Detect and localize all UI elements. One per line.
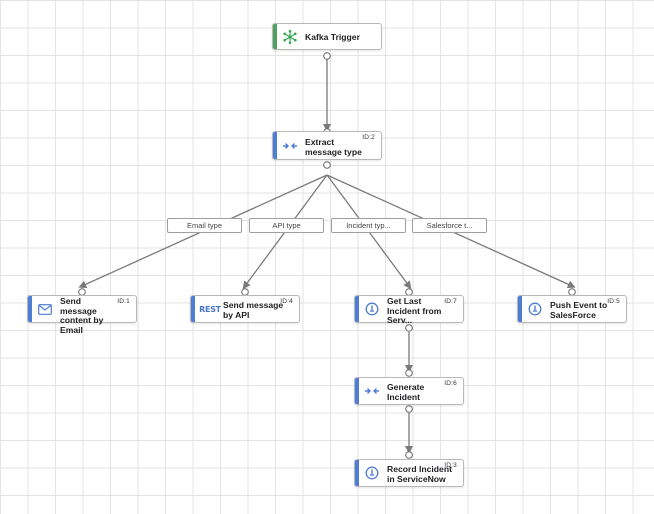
task-color-bar [191,296,195,322]
task-color-bar [355,378,359,404]
node-id: ID:6 [444,380,457,387]
node-id: ID:5 [607,298,620,305]
email-icon [36,300,54,318]
edge-port-kafka-out[interactable] [323,52,331,60]
node-kafka-trigger[interactable]: Kafka Trigger [272,23,382,50]
edge-label-api-type[interactable]: API type [249,218,324,233]
task-color-bar [355,460,359,486]
edge-port-extract-out[interactable] [323,161,331,169]
trigger-color-bar [273,24,277,49]
node-id: ID:3 [444,462,457,469]
task-color-bar [28,296,32,322]
task-color-bar [355,296,359,322]
node-title: Kafka Trigger [305,32,360,42]
node-id: ID:1 [117,298,130,305]
node-title: Send message content by Email [60,296,104,335]
kafka-icon [281,28,299,46]
task-color-bar [518,296,522,322]
node-record-incident[interactable]: Record Incident in ServiceNow ID:3 [354,459,464,487]
node-title: Push Event to SalesForce [550,300,608,320]
node-push-event-salesforce[interactable]: Push Event to SalesForce ID:5 [517,295,627,323]
node-get-last-incident[interactable]: Get Last Incident from Serv... ID:7 [354,295,464,325]
node-extract-message-type[interactable]: Extract message type ID:2 [272,131,382,160]
data-mapping-icon [363,382,381,400]
edge-port-generate-out[interactable] [405,405,413,413]
node-title: Generate Incident [387,382,425,402]
data-mapping-icon [281,137,299,155]
node-id: ID:2 [362,134,375,141]
node-title: Record Incident in ServiceNow [387,464,452,484]
edge-port-generate-in[interactable] [405,369,413,377]
edge-label-email-type[interactable]: Email type [167,218,242,233]
connector-icon [526,300,544,318]
node-send-email[interactable]: Send message content by Email ID:1 [27,295,137,334]
node-generate-incident[interactable]: Generate Incident ID:6 [354,377,464,405]
task-color-bar [273,132,277,159]
connector-icon [363,464,381,482]
connector-icon [363,300,381,318]
edge-label-incident-type[interactable]: Incident typ... [331,218,406,233]
edge-port-getlast-out[interactable] [405,324,413,332]
node-title: Send message by API [223,300,284,320]
edge-port-record-in[interactable] [405,451,413,459]
node-send-api[interactable]: REST Send message by API ID:4 [190,295,300,323]
node-id: ID:7 [444,298,457,305]
edge-label-salesforce-type[interactable]: Salesforce t... [412,218,487,233]
rest-icon: REST [199,304,221,314]
node-title: Extract message type [305,137,362,157]
node-title: Get Last Incident from Serv... [387,296,442,325]
node-id: ID:4 [280,298,293,305]
